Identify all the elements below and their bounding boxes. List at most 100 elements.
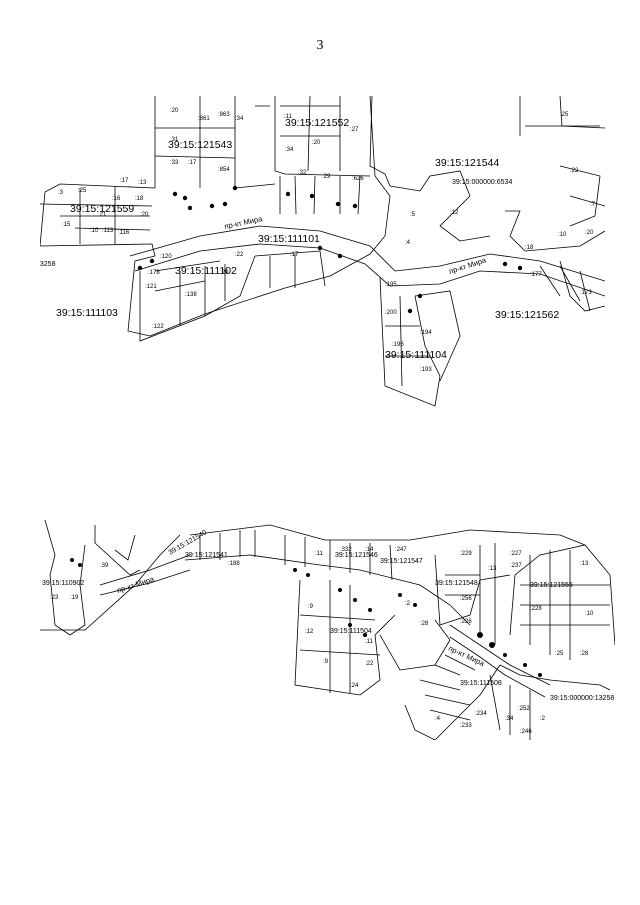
point-marker bbox=[368, 608, 372, 612]
street-edge bbox=[99, 554, 191, 596]
parcel-lines bbox=[299, 580, 381, 693]
map-bottom-svg: 39:15:110902 39:15:121540 39:15:121541 3… bbox=[40, 519, 615, 740]
parcel-label: :24 bbox=[350, 683, 359, 689]
parcel-label: :9 bbox=[323, 659, 329, 665]
parcel-lines bbox=[199, 530, 393, 581]
block-outline bbox=[434, 554, 481, 626]
parcel-label: :188 bbox=[228, 561, 240, 567]
point-marker bbox=[363, 633, 367, 637]
block-outline bbox=[254, 250, 326, 287]
parcel-label: :10 bbox=[90, 228, 99, 234]
block-outline bbox=[44, 519, 86, 636]
parcel-label: :200 bbox=[385, 310, 397, 316]
block-outline bbox=[379, 277, 441, 407]
point-marker bbox=[398, 593, 402, 597]
block-label: 39:15:121552 bbox=[285, 117, 349, 129]
map-top-svg: 39:15:121552 39:15:121543 39:15:121544 3… bbox=[40, 96, 605, 407]
block-outline bbox=[379, 619, 451, 671]
parcel-label: :116 bbox=[118, 230, 130, 236]
parcel-label: :861 bbox=[198, 116, 210, 122]
parcel-label: :247 bbox=[395, 547, 407, 553]
parcel-label: :13 bbox=[488, 566, 497, 572]
parcel-label: :5 bbox=[410, 212, 416, 218]
parcel-label: :28 bbox=[580, 651, 589, 657]
block-outline bbox=[369, 96, 391, 187]
point-marker bbox=[285, 191, 291, 197]
parcel-label: :237 bbox=[510, 563, 522, 569]
parcel-label: :4 bbox=[405, 240, 411, 246]
point-marker bbox=[149, 258, 155, 264]
block-outline bbox=[559, 260, 605, 312]
parcel-label: :11 bbox=[284, 114, 293, 120]
parcel-label: :252 bbox=[518, 706, 530, 712]
point-marker bbox=[477, 632, 483, 638]
parcel-label: :626 bbox=[352, 176, 364, 182]
point-marker bbox=[232, 185, 238, 191]
street-label: пр-кт Мира bbox=[116, 574, 156, 595]
parcel-label: :234 bbox=[475, 711, 487, 717]
parcel-label: :11 bbox=[315, 551, 324, 557]
point-marker bbox=[489, 642, 495, 648]
point-marker bbox=[335, 201, 341, 207]
point-marker bbox=[137, 265, 143, 271]
parcel-label: :20 bbox=[140, 212, 149, 218]
block-label: 39:15:121548 bbox=[435, 580, 478, 587]
point-marker bbox=[309, 193, 315, 199]
point-marker bbox=[293, 568, 297, 572]
street-label: пр-кт Мира bbox=[448, 255, 488, 276]
parcel-lines bbox=[520, 550, 610, 660]
parcel-label: :25 bbox=[78, 188, 87, 194]
point-marker bbox=[317, 245, 323, 251]
block-outline bbox=[509, 544, 615, 646]
block-outline bbox=[404, 664, 501, 740]
parcel-label: :15 bbox=[62, 222, 71, 228]
parcel-label: :13 bbox=[138, 180, 147, 186]
point-marker bbox=[502, 261, 508, 267]
parcel-label: :196 bbox=[392, 342, 404, 348]
point-marker bbox=[172, 191, 178, 197]
page-number: 3 bbox=[316, 38, 324, 53]
parcel-label: :9 bbox=[308, 604, 314, 610]
parcel-label: :20 bbox=[585, 230, 594, 236]
street-edge bbox=[134, 243, 605, 297]
parcel-label: :7 bbox=[590, 202, 596, 208]
block-outline bbox=[274, 96, 371, 177]
parcel-label: :34 bbox=[505, 716, 514, 722]
parcel-label: :228 bbox=[530, 606, 542, 612]
parcel-label: :34 bbox=[285, 147, 294, 153]
point-marker bbox=[517, 265, 523, 271]
block-label: 39:15:111504 bbox=[330, 628, 372, 635]
block-outline bbox=[505, 210, 605, 252]
parcel-label: :178 bbox=[148, 270, 160, 276]
parcel-label: :20 bbox=[312, 140, 321, 146]
block-outline bbox=[294, 579, 396, 696]
parcel-label: :27 bbox=[350, 127, 359, 133]
parcel-label: :22 bbox=[570, 168, 579, 174]
parcel-label: :120 bbox=[160, 254, 172, 260]
point-marker bbox=[523, 663, 527, 667]
parcel-label: :246 bbox=[520, 729, 532, 735]
point-marker bbox=[417, 293, 423, 299]
parcel-label: :13 bbox=[580, 561, 589, 567]
point-marker bbox=[337, 253, 343, 259]
cadastral-map-bottom: 39:15:110902 39:15:121540 39:15:121541 3… bbox=[40, 515, 615, 740]
parcel-label: :25 bbox=[555, 651, 564, 657]
parcel-label: :11 bbox=[365, 639, 374, 645]
parcel-lines bbox=[385, 295, 430, 387]
block-label: 39:15:000000:6534 bbox=[452, 179, 512, 186]
parcel-label: :233 bbox=[460, 723, 472, 729]
parcel-label: :226 bbox=[460, 619, 472, 625]
parcel-label: :33 bbox=[170, 160, 179, 166]
parcel-label: :12 bbox=[450, 210, 459, 216]
parcel-label: :19 bbox=[70, 595, 79, 601]
block-outline bbox=[389, 170, 491, 242]
parcel-label: :177 bbox=[530, 272, 542, 278]
parcel-label: :2 bbox=[405, 601, 411, 607]
parcel-label: :31 bbox=[170, 137, 179, 143]
parcel-lines bbox=[539, 265, 591, 312]
parcel-label: :21 bbox=[98, 212, 107, 218]
parcel-label: :3 bbox=[58, 190, 64, 196]
parcel-label: :195 bbox=[385, 282, 397, 288]
block-label: 39:15:110902 bbox=[42, 580, 84, 587]
block-label: 39:15:111104 bbox=[385, 349, 447, 361]
